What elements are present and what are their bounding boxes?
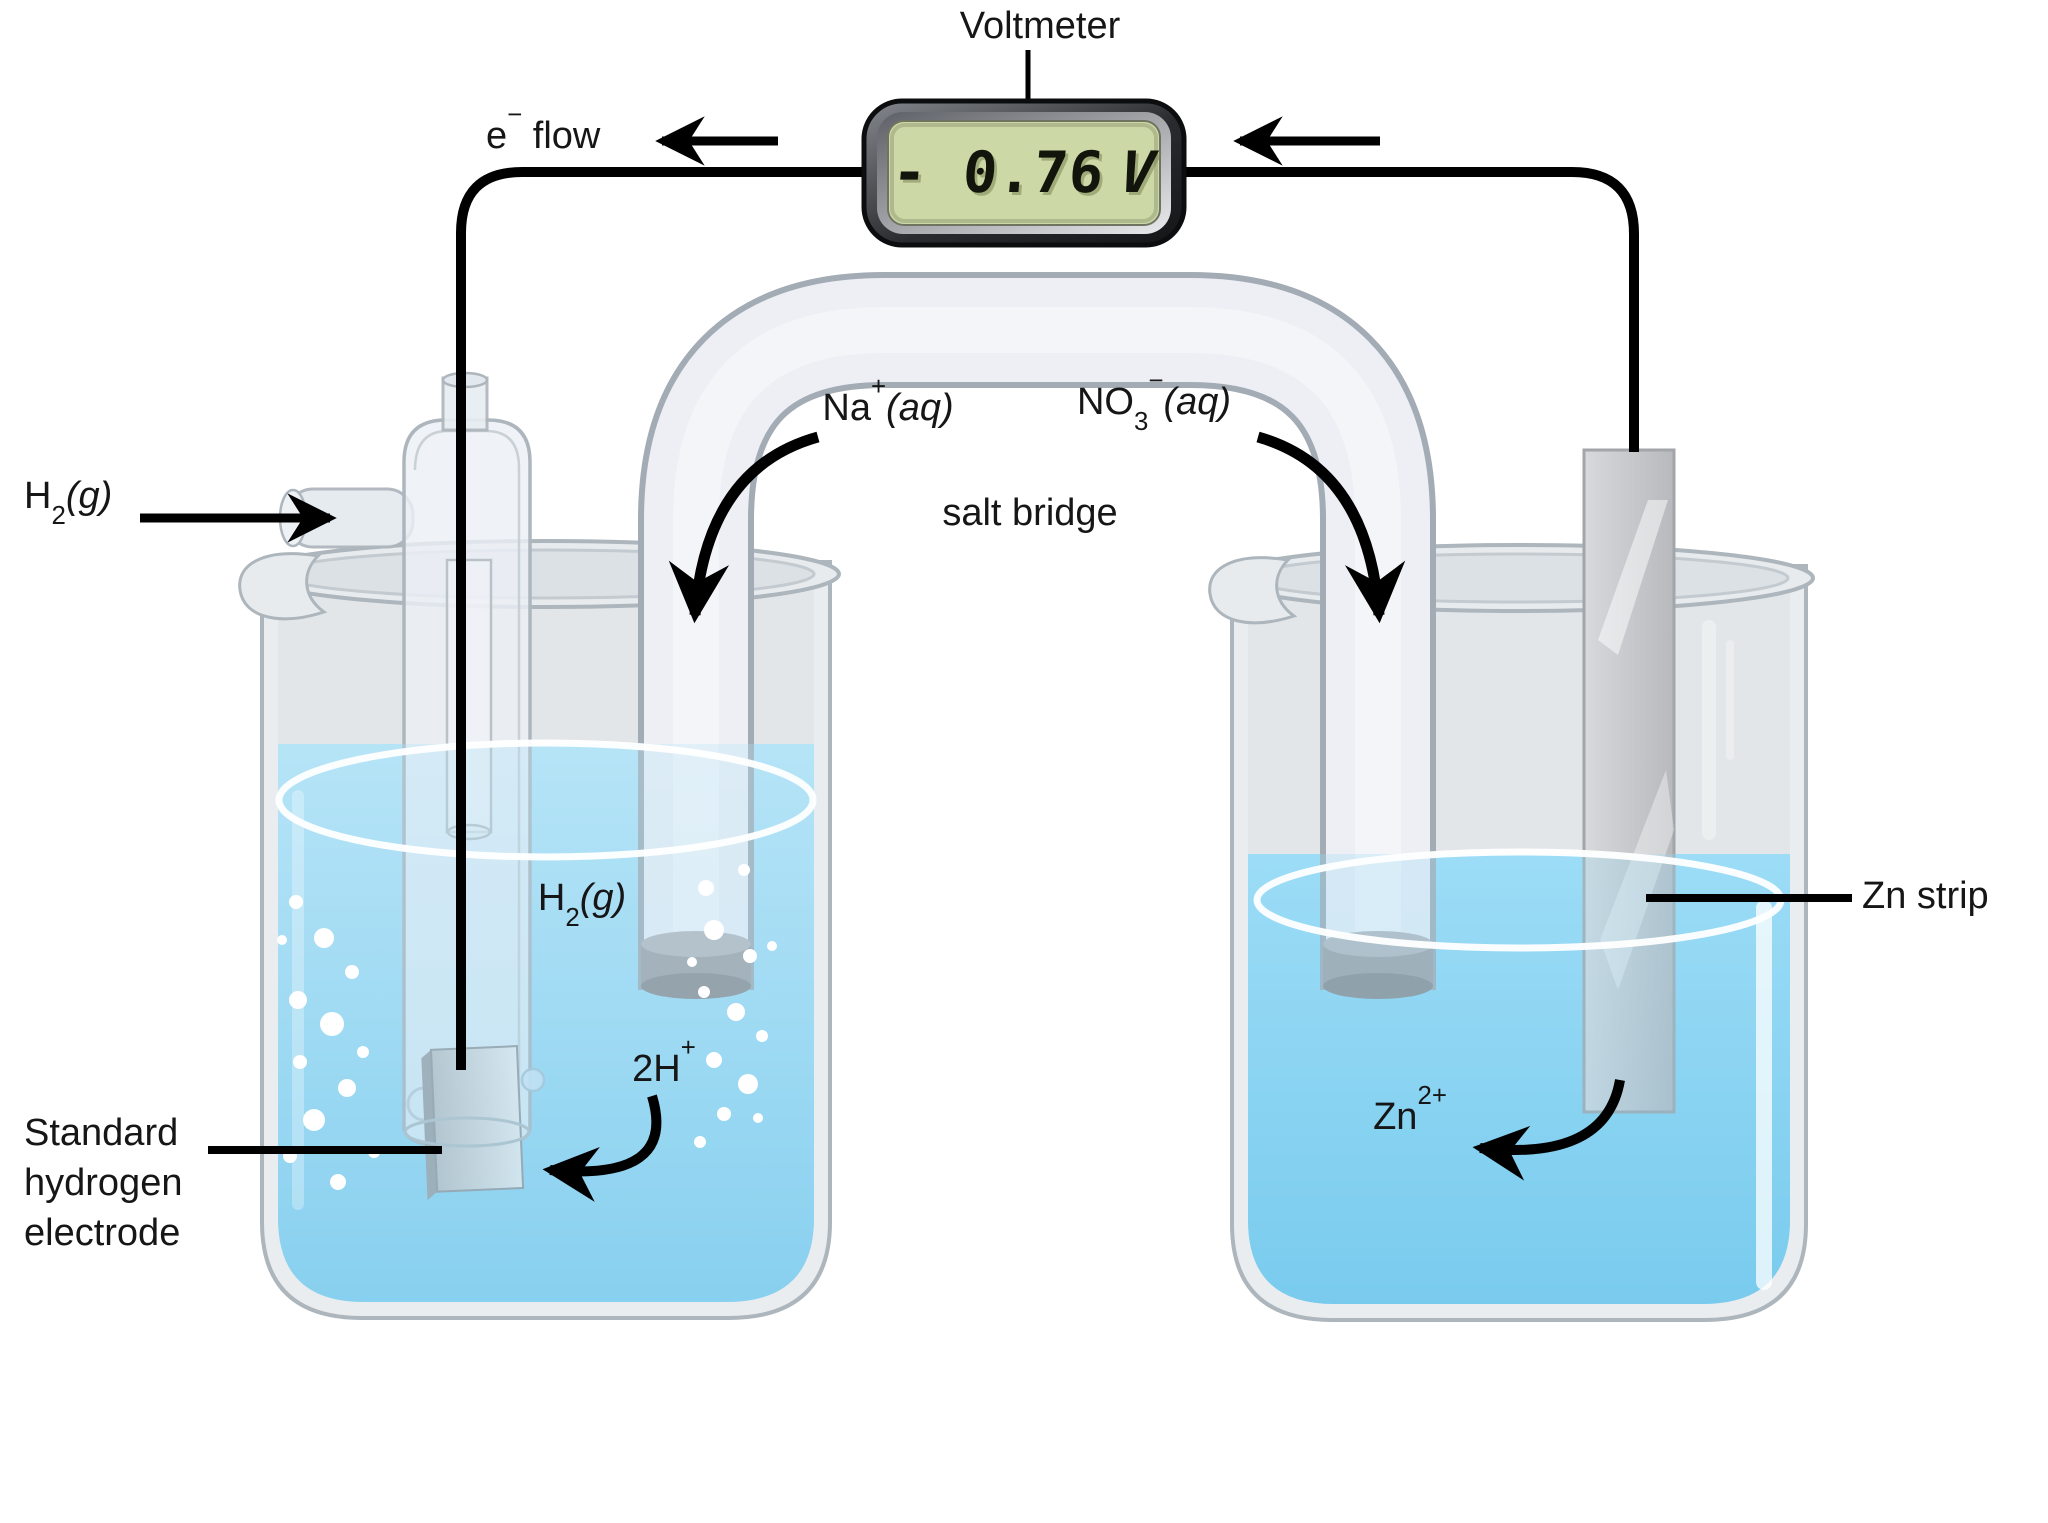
left-water-surface <box>275 739 817 861</box>
zinc-ion-arrow <box>1472 1079 1625 1181</box>
bubble <box>698 986 710 998</box>
glass-highlight <box>1756 900 1772 1290</box>
nitrate-ion-label: NO3−(aq) <box>1076 366 1232 436</box>
bubble <box>767 941 777 951</box>
bubble <box>277 935 287 945</box>
bubble <box>303 1109 325 1131</box>
bubble <box>338 1079 356 1097</box>
right-water-tint <box>1248 854 1790 1304</box>
salt-bridge-label: salt bridge <box>942 492 1118 535</box>
bubble <box>314 928 334 948</box>
hydrogen-bubbles <box>277 864 777 1190</box>
cation-migration-arrow <box>668 431 820 624</box>
zinc-strip-label: Zn strip <box>1862 875 1989 917</box>
zinc-strip-highlight <box>1598 500 1668 655</box>
bubble <box>357 1046 369 1058</box>
voltmeter-label: Voltmeter <box>959 5 1121 48</box>
right-beaker-spout <box>1208 556 1298 625</box>
hydrogen-gas-inlet-label: H2(g) <box>24 475 113 530</box>
left-beaker-spout <box>238 552 328 621</box>
bubble <box>756 1030 768 1042</box>
bubble <box>687 957 697 967</box>
glass-highlight <box>1702 620 1716 840</box>
right-wire <box>1183 167 1639 452</box>
bubble <box>753 1113 763 1123</box>
salt-bridge-sheen <box>673 307 1401 990</box>
left-wire <box>456 167 863 1070</box>
hydrogen-ion-label: 2H+ <box>632 1033 696 1091</box>
bubble <box>289 991 307 1009</box>
left-water-tint <box>278 744 814 1302</box>
bubble <box>727 1003 745 1021</box>
anion-migration-arrow <box>1256 431 1406 624</box>
bubble <box>717 1107 731 1121</box>
hydrogen-ion-arrow <box>542 1094 662 1202</box>
standard-hydrogen-electrode-label: Standard hydrogen electrode <box>24 1112 183 1254</box>
bubble <box>293 1055 307 1069</box>
voltmeter <box>861 98 1187 248</box>
voltmeter-reading-value: - 0.76 <box>889 140 1108 206</box>
hydrogen-gas-solution-label: H2(g) <box>537 877 627 932</box>
bubble <box>330 1174 346 1190</box>
sodium-ion-label: Na+(aq) <box>822 372 954 430</box>
bubble <box>738 1074 758 1094</box>
zinc-ion-label: Zn2+ <box>1373 1081 1447 1139</box>
bubble <box>694 1136 706 1148</box>
bubble <box>345 965 359 979</box>
bubble <box>320 1012 344 1036</box>
voltmeter-screen-shadow <box>890 123 1158 223</box>
bubble <box>289 895 303 909</box>
bubble <box>704 920 724 940</box>
bubble <box>743 949 757 963</box>
bubble <box>706 1052 722 1068</box>
bubble <box>698 880 714 896</box>
voltmeter-reading-unit: V <box>1117 140 1159 206</box>
glass-highlight <box>1726 640 1734 760</box>
electron-flow-label: e− flow <box>486 100 601 157</box>
bubble <box>738 864 750 876</box>
voltmeter-screen <box>887 120 1161 226</box>
voltmeter-reading: - 0.76 V <box>883 121 1164 225</box>
